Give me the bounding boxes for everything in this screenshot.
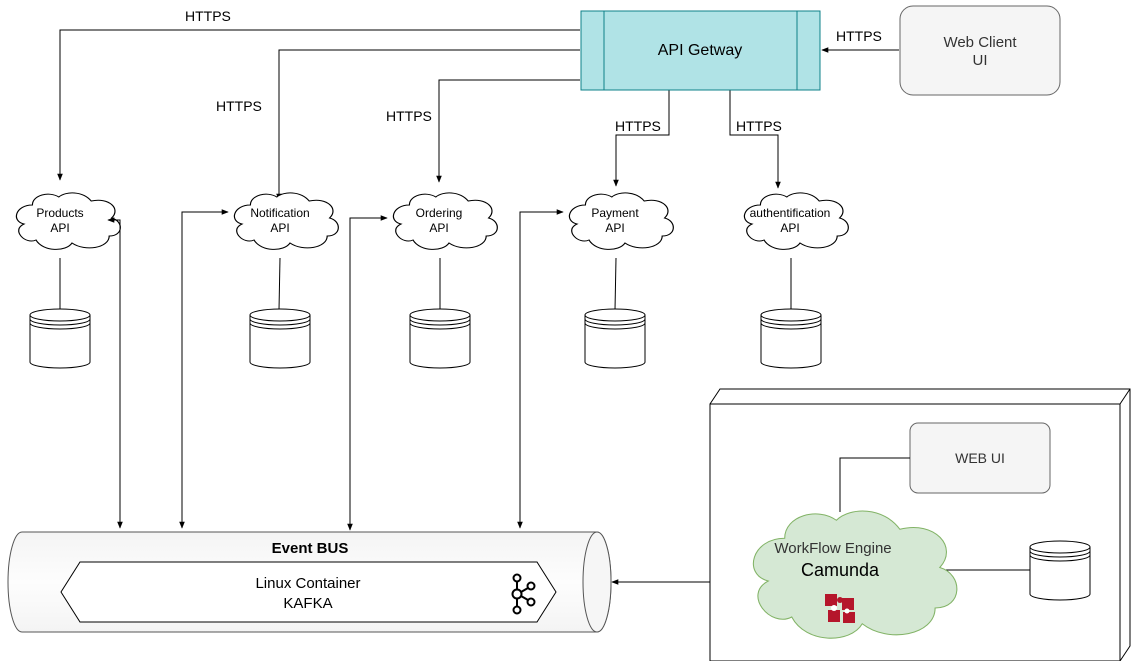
products-label-2: API xyxy=(50,221,69,235)
cloud-shape xyxy=(233,192,339,250)
edge-products-bus xyxy=(107,217,123,529)
authentification-label-2: API xyxy=(780,221,799,235)
https-label: HTTPS xyxy=(216,98,262,114)
bus-edges xyxy=(107,209,738,585)
edge-gateway-ordering xyxy=(436,79,580,183)
web-client[interactable]: Web Client UI xyxy=(899,5,1061,96)
https-label: HTTPS xyxy=(386,108,432,124)
products-label-1: Products xyxy=(36,206,83,220)
https-label: HTTPS xyxy=(615,118,661,134)
service-payment[interactable]: Payment API xyxy=(568,192,674,250)
notification-label-2: API xyxy=(270,221,289,235)
database-ordering xyxy=(409,308,471,369)
service-products[interactable]: Products API xyxy=(15,192,121,250)
web-ui[interactable]: WEB UI xyxy=(909,422,1051,494)
cloud-shape xyxy=(752,510,958,639)
https-label: HTTPS xyxy=(836,28,882,44)
camunda-icon xyxy=(825,594,855,623)
authentification-label-1: authentification xyxy=(750,206,831,220)
workflow-engine[interactable]: WorkFlow Engine Camunda xyxy=(752,510,958,639)
https-edges xyxy=(57,29,899,201)
edge-gateway-products xyxy=(57,29,580,181)
edge-gateway-payment xyxy=(613,90,670,187)
ordering-label-2: API xyxy=(429,221,448,235)
edge-payment-bus xyxy=(517,209,564,529)
payment-label-1: Payment xyxy=(591,206,639,220)
service-notification[interactable]: Notification API xyxy=(233,192,339,250)
edge-ordering-bus xyxy=(347,215,388,531)
linux-container[interactable]: Linux Container KAFKA xyxy=(60,561,557,623)
api-gateway-label: API Getway xyxy=(658,42,742,59)
database-payment xyxy=(584,308,646,369)
ordering-label-1: Ordering xyxy=(416,206,463,220)
service-authentification[interactable]: authentification API xyxy=(743,192,849,250)
database-workflow xyxy=(1029,540,1091,601)
linux-container-label-1: Linux Container xyxy=(255,575,360,592)
notification-label-1: Notification xyxy=(250,206,309,220)
database-notification xyxy=(249,308,311,369)
edge-notification-bus xyxy=(179,209,229,529)
web-client-label-1: Web Client xyxy=(943,34,1017,51)
edge-gateway-authentification xyxy=(729,90,781,189)
api-gateway[interactable]: API Getway xyxy=(580,10,821,91)
database-authentification xyxy=(760,308,822,369)
cloud-shape xyxy=(392,192,498,250)
event-bus[interactable]: Event BUS Linux Container KAFKA xyxy=(7,531,612,633)
https-label: HTTPS xyxy=(736,118,782,134)
service-ordering[interactable]: Ordering API xyxy=(392,192,498,250)
cloud-shape xyxy=(568,192,674,250)
cloud-shape xyxy=(743,192,849,250)
edge-webui-workflow xyxy=(839,457,910,512)
web-ui-label: WEB UI xyxy=(955,450,1005,466)
web-client-label-2: UI xyxy=(973,52,988,69)
edge-gateway-notification xyxy=(276,49,580,201)
database-products xyxy=(29,308,91,369)
db-links xyxy=(59,257,792,311)
workflow-engine-label-2: Camunda xyxy=(801,560,880,580)
payment-label-2: API xyxy=(605,221,624,235)
event-bus-label: Event BUS xyxy=(272,540,349,557)
linux-container-label-2: KAFKA xyxy=(283,595,332,612)
workflow-engine-label-1: WorkFlow Engine xyxy=(774,540,891,557)
https-label: HTTPS xyxy=(185,8,231,24)
https-labels: HTTPS HTTPS HTTPS HTTPS HTTPS HTTPS xyxy=(185,8,882,134)
kafka-icon xyxy=(511,573,536,615)
